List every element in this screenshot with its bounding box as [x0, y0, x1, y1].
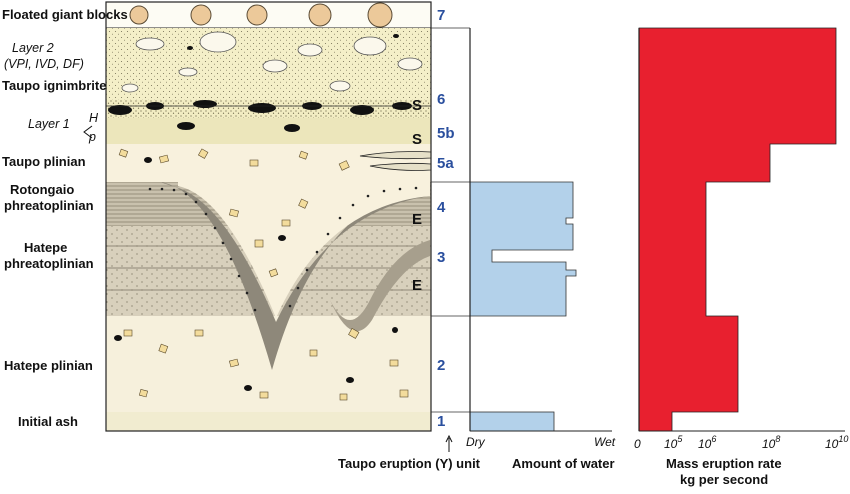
caption-water: Amount of water: [512, 456, 615, 471]
water-bar-upper: [469, 181, 577, 317]
unit-6: 6: [437, 91, 445, 108]
label-hatepe-plinian: Hatepe plinian: [4, 358, 93, 373]
caption-section: Taupo eruption (Y) unit: [338, 456, 481, 471]
label-initial-ash: Initial ash: [18, 414, 78, 429]
label-layer1-h: H: [89, 111, 99, 125]
marker-e-upper: E: [412, 211, 422, 228]
caption-rate-1: Mass eruption rate: [666, 456, 782, 471]
floated-blocks: [129, 2, 393, 28]
caption-up-arrow-icon: [445, 434, 453, 452]
unit-5b: 5b: [437, 125, 455, 142]
unit-1: 1: [437, 413, 445, 430]
label-taupo-ignimbrite: Taupo ignimbrite: [2, 78, 106, 93]
channel-fill: [178, 144, 430, 318]
marker-s-upper: S: [412, 97, 422, 114]
layer1-split-icon: [83, 125, 93, 139]
column-outline: [105, 1, 432, 432]
caption-rate-2: kg per second: [680, 472, 768, 487]
unit-3: 3: [437, 249, 445, 266]
layer-labels: Floated giant blocks Layer 2 (VPI, IVD, …: [2, 7, 128, 429]
secondary-channel: [330, 240, 430, 332]
label-rotongaio-1: Rotongaio: [10, 182, 74, 197]
marker-s-lower: S: [412, 131, 422, 148]
rate-tick-1e5: 105: [664, 434, 683, 451]
channel-wall: [160, 182, 430, 370]
rate-tick-1e6: 106: [698, 434, 716, 451]
unit-4: 4: [437, 199, 446, 216]
label-hatepe-phreato-1: Hatepe: [24, 240, 67, 255]
unit-7: 7: [437, 7, 445, 24]
label-rotongaio-2: phreatoplinian: [4, 198, 94, 213]
layer1-band: [106, 118, 431, 144]
rate-tick-1e10: 1010: [825, 434, 848, 451]
rate-tick-1e8: 108: [762, 434, 780, 451]
unit-numbers: 7 6 5b 5a 4 3 2 1: [437, 7, 455, 430]
unit-5a: 5a: [437, 155, 454, 172]
water-dry-label: Dry: [466, 435, 486, 449]
lithic-clasts: [114, 157, 398, 391]
label-layer2-sub: (VPI, IVD, DF): [4, 57, 84, 71]
rate-tick-zero: 0: [634, 437, 641, 451]
stratigraphic-column: S S E E: [105, 1, 432, 432]
label-layer1: Layer 1: [28, 117, 70, 131]
rate-bars: [638, 27, 837, 432]
label-floated-blocks: Floated giant blocks: [2, 7, 128, 22]
channel-dots: [148, 186, 418, 312]
initial-ash-band: [106, 412, 431, 431]
pumice-clasts: [118, 148, 409, 401]
water-bar-initial: [469, 411, 555, 432]
water-wet-label: Wet: [594, 435, 616, 449]
layer2-clasts: [121, 31, 423, 93]
unit-boundary-lines: [431, 27, 470, 413]
rate-panel: 0 105 106 108 1010: [634, 27, 848, 451]
captions: Taupo eruption (Y) unit Amount of water …: [338, 434, 782, 487]
label-hatepe-phreato-2: phreatoplinian: [4, 256, 94, 271]
water-panel: Dry Wet: [466, 28, 616, 449]
label-taupo-plinian: Taupo plinian: [2, 154, 86, 169]
label-layer2: Layer 2: [12, 41, 54, 55]
marker-e-lower: E: [412, 277, 422, 294]
label-layer1-p: p: [88, 130, 96, 144]
unit-2: 2: [437, 357, 445, 374]
